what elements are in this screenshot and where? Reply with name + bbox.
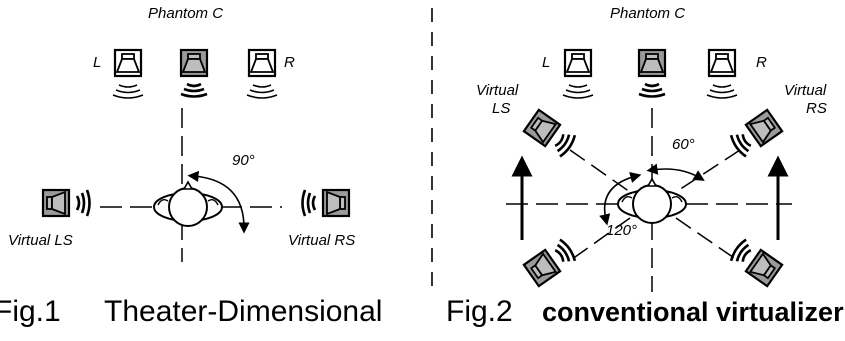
fig2-right-label: R <box>756 54 767 71</box>
fig2-caption-number: Fig.2 <box>446 295 513 328</box>
fig1-left-label: L <box>93 54 102 71</box>
fig2-diagram <box>506 48 792 292</box>
fig1-listener-head-icon <box>153 181 223 227</box>
fig2-speaker-virtual-ls-icon <box>522 108 579 160</box>
fig2-virtual-rs-label-line1: Virtual <box>784 82 827 99</box>
fig1-speaker-right-icon <box>246 48 278 99</box>
fig2-speaker-virtual-rs-icon <box>727 108 784 160</box>
fig1-right-label: R <box>284 54 295 71</box>
fig2-angle-60-label: 60° <box>672 136 695 153</box>
fig2-caption-text: conventional virtualizer <box>542 297 844 327</box>
fig1-speaker-left-icon <box>112 48 144 99</box>
fig1-angle-arc <box>187 170 250 234</box>
fig2-speaker-right-icon <box>706 48 738 99</box>
fig2-angle-120-arc <box>599 172 642 226</box>
fig2-left-label: L <box>542 54 551 71</box>
fig2-speaker-center-icon <box>637 48 667 98</box>
fig2-diagonal-lower-right <box>675 217 741 263</box>
fig1-diagram <box>41 48 351 262</box>
fig2-speaker-left-icon <box>562 48 594 99</box>
fig2-speaker-rear-right-icon <box>727 236 784 288</box>
fig1-caption-number: Fig.1 <box>0 295 61 328</box>
fig1-caption-text: Theater-Dimensional <box>104 295 383 328</box>
fig2-diagonal-upper-right <box>675 149 741 193</box>
fig2-angle-60-arc <box>646 163 705 181</box>
fig2-listener-head-icon <box>617 178 687 224</box>
fig1-speaker-virtual-ls-icon <box>41 188 91 218</box>
fig1-speaker-virtual-rs-icon <box>301 188 351 218</box>
fig2-virtual-rs-label-line2: RS <box>806 100 827 117</box>
fig2-diagonal-upper-left <box>569 149 631 193</box>
fig1-virtual-ls-label: Virtual LS <box>8 232 73 249</box>
fig1-virtual-rs-label: Virtual RS <box>288 232 356 249</box>
fig1-angle-label: 90° <box>232 152 255 169</box>
fig1-phantom-c-label: Phantom C <box>148 5 224 22</box>
fig2-speaker-rear-left-icon <box>522 236 579 288</box>
fig2-virtual-ls-label-line2: LS <box>492 100 511 117</box>
fig1-speaker-center-icon <box>179 48 209 98</box>
fig2-phantom-c-label: Phantom C <box>610 5 686 22</box>
fig2-angle-120-label: 120° <box>606 222 638 239</box>
fig2-virtual-ls-label-line1: Virtual <box>476 82 519 99</box>
